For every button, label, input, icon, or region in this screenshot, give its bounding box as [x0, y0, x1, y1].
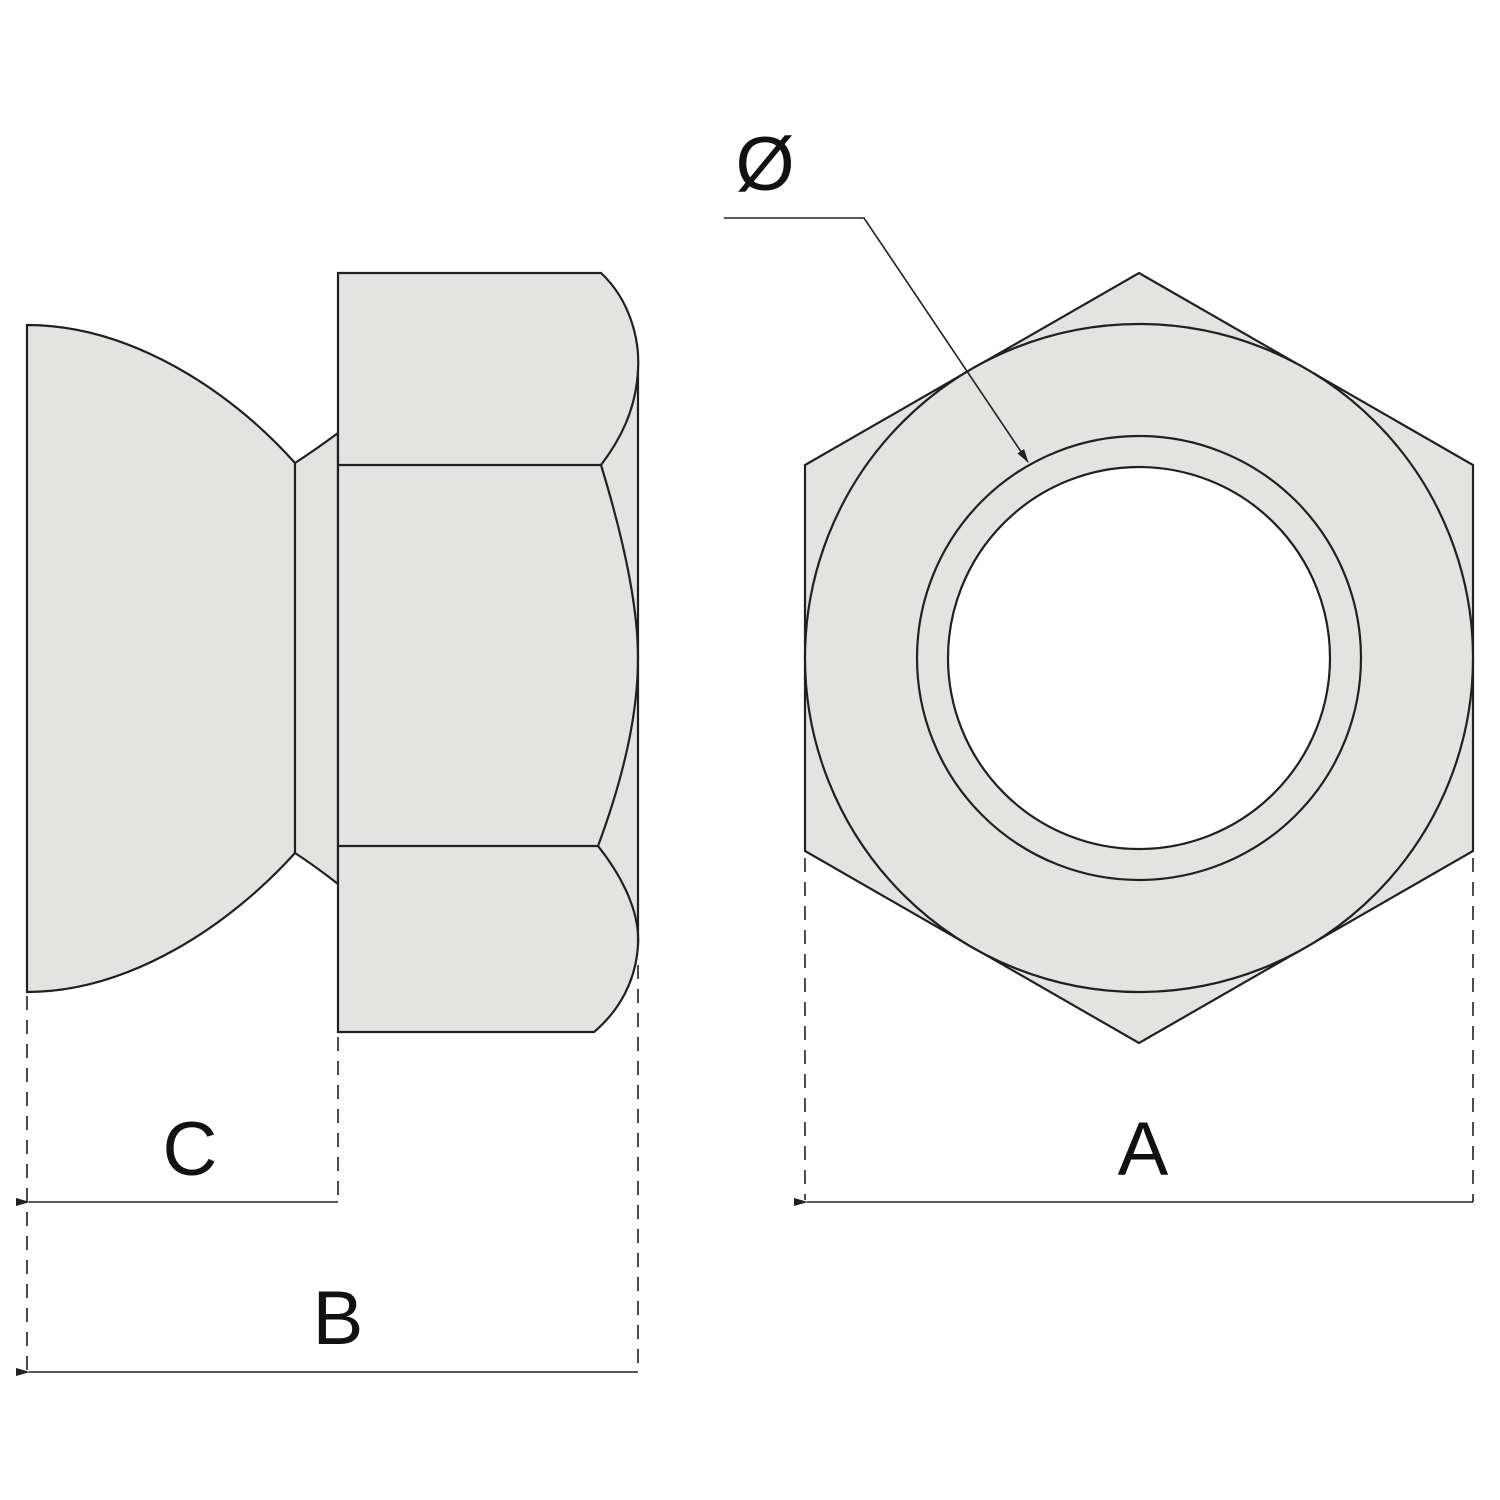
diameter-leader	[724, 217, 1029, 463]
hex-body-side	[336, 271, 640, 1034]
dimension-a: A	[794, 858, 1474, 1206]
dimension-c: C	[15, 996, 339, 1372]
bore-hole	[946, 465, 1332, 851]
diameter-label: Ø	[735, 122, 794, 207]
dimension-c-label: C	[163, 1107, 218, 1192]
dome-cap	[25, 323, 340, 994]
front-view	[803, 271, 1475, 1045]
dimension-b-label: B	[313, 1276, 364, 1361]
hex-edge-bottom	[338, 844, 640, 946]
side-view	[25, 271, 640, 1034]
hex-edge-top	[338, 369, 640, 467]
hex-face-curve	[596, 464, 640, 847]
dimension-b: B	[15, 965, 639, 1376]
dimension-a-label: A	[1118, 1107, 1169, 1192]
